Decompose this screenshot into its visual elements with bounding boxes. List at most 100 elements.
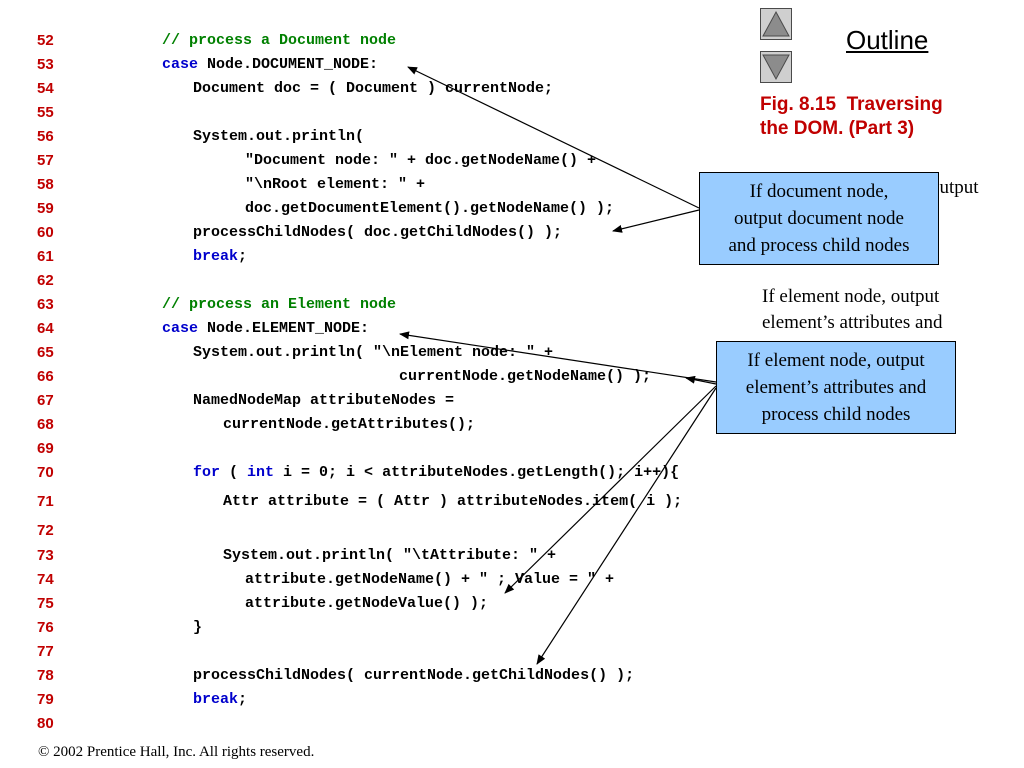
line-number: 73 [37, 547, 54, 564]
code-line: case Node.ELEMENT_NODE: [162, 320, 369, 338]
outline-title[interactable]: Outline [846, 25, 929, 55]
code-keyword: int [247, 464, 275, 481]
line-number: 58 [37, 176, 54, 193]
code-line: attribute.getNodeValue() ); [245, 595, 488, 613]
code-listing: 52 // process a Document node 53 case Node.… [37, 32, 682, 732]
code-text: } [193, 619, 203, 636]
code-keyword: case [162, 320, 199, 337]
line-number: 77 [37, 643, 54, 660]
code-keyword: for [193, 464, 221, 481]
line-number: 79 [37, 691, 54, 708]
line-number: 76 [37, 619, 54, 636]
code-line: // process an Element node [162, 296, 396, 314]
code-line: break; [193, 691, 247, 709]
line-number: 63 [37, 296, 54, 313]
callout-arrow [407, 66, 700, 209]
code-text: ; [238, 691, 248, 708]
callout-line: and process child nodes [728, 235, 910, 256]
callout-line: output document node [734, 208, 904, 229]
code-keyword: case [162, 56, 199, 73]
line-number: 70 [37, 464, 54, 481]
line-number: 53 [37, 56, 54, 73]
code-text: currentNode.getNodeName() ); [399, 368, 652, 385]
line-number: 72 [37, 522, 54, 539]
code-line: processChildNodes( doc.getChildNodes() )… [193, 224, 562, 242]
element-node-callout: If element node, output element’s attrib… [716, 341, 956, 434]
code-line: System.out.println( [193, 128, 364, 146]
code-keyword: break [193, 691, 239, 708]
code-text: Node.DOCUMENT_NODE: [198, 56, 379, 73]
code-text: doc.getDocumentElement().getNodeName() )… [245, 200, 615, 217]
code-line: System.out.println( "\tAttribute: " + [223, 547, 556, 565]
callout-line: process child nodes [761, 404, 911, 425]
element-note-line: element’s attributes and [762, 312, 943, 333]
line-number: 74 [37, 571, 54, 588]
code-text: "\nRoot element: " + [245, 176, 426, 193]
code-line: "\nRoot element: " + [245, 176, 425, 194]
code-text: System.out.println( "\nElement node: " + [193, 344, 554, 361]
copyright-footer: © 2002 Prentice Hall, Inc. All rights re… [38, 744, 315, 760]
callout-line: If element node, output [747, 350, 925, 371]
line-number: 61 [37, 248, 54, 265]
line-number: 59 [37, 200, 54, 217]
document-node-callout: If document node, output document node a… [699, 172, 939, 265]
line-number: 60 [37, 224, 54, 241]
previous-slide-button[interactable] [760, 8, 792, 40]
code-line: doc.getDocumentElement().getNodeName() )… [245, 200, 614, 218]
code-line: break; [193, 248, 247, 266]
figure-caption-line: Fig. 8.15 Traversing [760, 94, 943, 115]
code-text: ; [238, 248, 248, 265]
code-line: case Node.DOCUMENT_NODE: [162, 56, 378, 74]
line-number: 62 [37, 272, 54, 289]
code-line: NamedNodeMap attributeNodes = [193, 392, 454, 410]
callout-arrow [504, 385, 717, 594]
code-line: Document doc = ( Document ) currentNode; [193, 80, 553, 98]
line-number: 65 [37, 344, 54, 361]
callout-arrow [685, 375, 717, 385]
line-number: 67 [37, 392, 54, 409]
code-line: processChildNodes( currentNode.getChildN… [193, 667, 634, 685]
code-text: ( [220, 464, 248, 481]
figure-caption: Fig. 8.15 Traversing the DOM. (Part 3) [760, 93, 1010, 141]
code-text: i = 0; i < attributeNodes.getLength(); i… [274, 464, 680, 481]
next-slide-button[interactable] [760, 51, 792, 83]
code-keyword: break [193, 248, 239, 265]
code-text: NamedNodeMap attributeNodes = [193, 392, 455, 409]
callout-arrow [536, 387, 717, 665]
partial-note-text: output [930, 177, 979, 198]
code-line: for ( int i = 0; i < attributeNodes.getL… [193, 464, 679, 482]
code-text: Attr attribute = ( Attr ) attributeNodes… [223, 493, 683, 510]
figure-caption-line: the DOM. (Part 3) [760, 118, 915, 139]
code-text: processChildNodes( currentNode.getChildN… [193, 667, 635, 684]
line-number: 80 [37, 715, 54, 732]
line-number: 69 [37, 440, 54, 457]
code-line: currentNode.getNodeName() ); [399, 368, 651, 386]
line-number: 56 [37, 128, 54, 145]
line-number: 78 [37, 667, 54, 684]
code-text: Document doc = ( Document ) currentNode; [193, 80, 554, 97]
code-line: Attr attribute = ( Attr ) attributeNodes… [223, 493, 682, 511]
code-text: processChildNodes( doc.getChildNodes() )… [193, 224, 563, 241]
code-comment: // process a Document node [162, 32, 397, 49]
callout-line: element’s attributes and [745, 377, 927, 398]
callout-arrow [612, 209, 700, 233]
line-number: 64 [37, 320, 54, 337]
code-line: } [193, 619, 202, 637]
callout-arrow [399, 331, 717, 383]
code-text: currentNode.getAttributes(); [223, 416, 476, 433]
line-number: 55 [37, 104, 54, 121]
line-number: 75 [37, 595, 54, 612]
line-number: 54 [37, 80, 54, 97]
code-text: "Document node: " + doc.getNodeName() + [245, 152, 597, 169]
line-number: 57 [37, 152, 54, 169]
code-text: Node.ELEMENT_NODE: [198, 320, 370, 337]
line-number: 52 [37, 32, 54, 49]
element-note-line: If element node, output [762, 286, 940, 307]
code-line: System.out.println( "\nElement node: " + [193, 344, 553, 362]
code-text: attribute.getNodeValue() ); [245, 595, 489, 612]
code-comment: // process an Element node [162, 296, 397, 313]
line-number: 68 [37, 416, 54, 433]
code-line: "Document node: " + doc.getNodeName() + [245, 152, 596, 170]
line-number: 71 [37, 493, 54, 510]
